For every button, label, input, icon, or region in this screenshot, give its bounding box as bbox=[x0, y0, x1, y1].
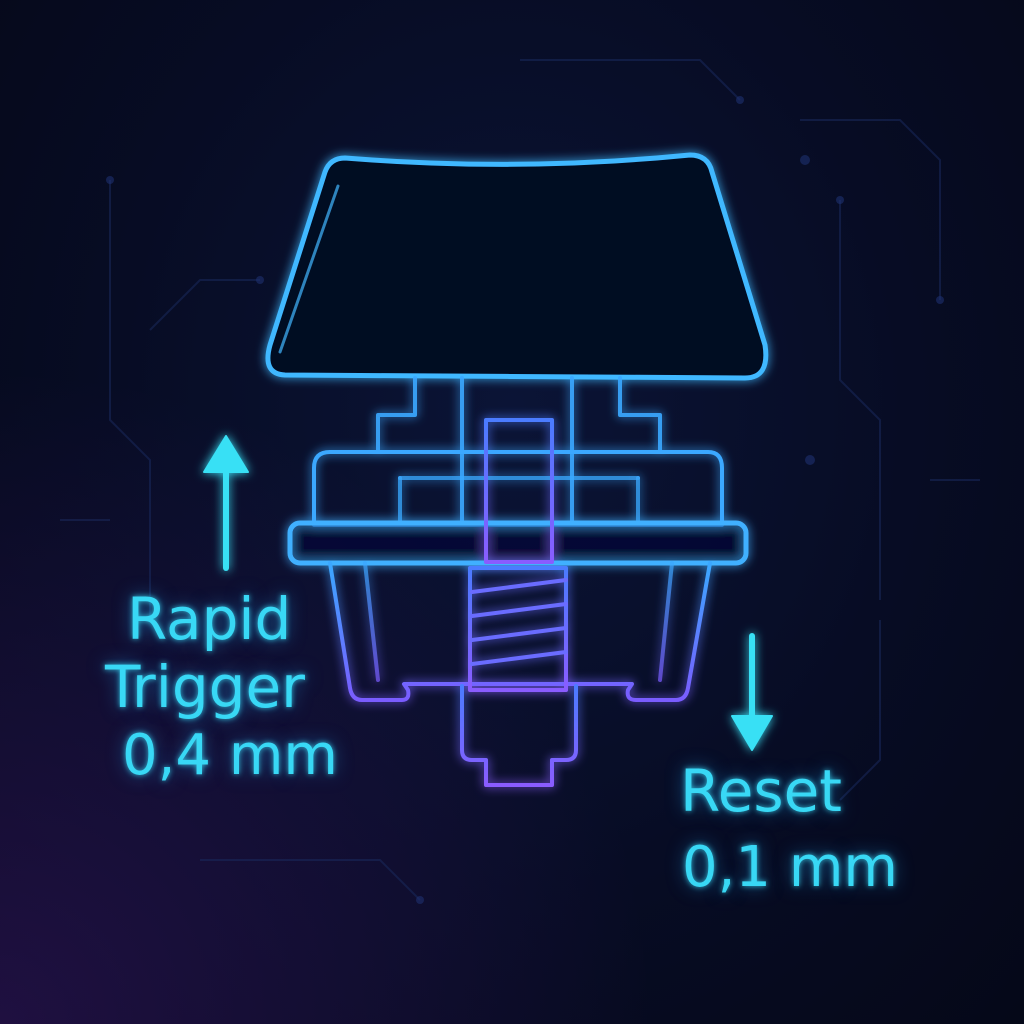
rapid-trigger-label-line1: Rapid bbox=[127, 585, 292, 653]
rapid-trigger-value: 0,4 mm bbox=[122, 723, 338, 788]
upper-housing bbox=[312, 450, 724, 527]
lower-housing bbox=[328, 561, 712, 702]
switch-stem bbox=[460, 418, 578, 787]
housing-flange bbox=[287, 520, 749, 566]
arrow-down-icon bbox=[731, 633, 773, 751]
arrow-up-icon bbox=[203, 435, 249, 571]
spring bbox=[470, 578, 568, 666]
keycap bbox=[265, 152, 769, 381]
reset-label: Reset bbox=[680, 757, 843, 825]
keycap-stem-mount bbox=[376, 376, 662, 522]
rapid-trigger-label-line2: Trigger bbox=[105, 653, 306, 721]
reset-value: 0,1 mm bbox=[682, 835, 898, 900]
